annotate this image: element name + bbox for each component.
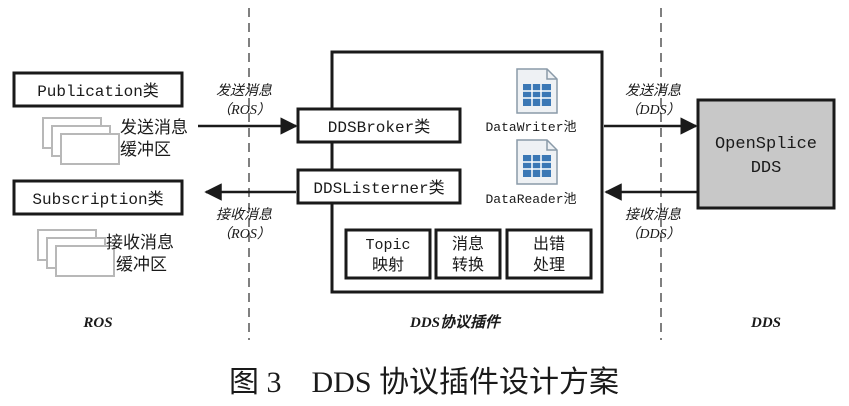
message-convert-label-2: 转换 — [452, 256, 484, 274]
data-reader-pool-icon — [516, 139, 558, 185]
publication-class-label: Publication类 — [37, 82, 159, 101]
subscription-class-label: Subscription类 — [32, 190, 163, 209]
zone-label-plugin: DDS协议插件 — [409, 314, 502, 331]
dds-listener-box — [296, 168, 462, 205]
topic-mapping-box — [344, 228, 432, 280]
publication-class-box — [12, 71, 184, 108]
error-handling-box — [505, 228, 593, 280]
receive-ros-label-1: 接收消息 — [216, 207, 272, 223]
zone-label-dds: DDS — [750, 315, 781, 331]
receive-buffer-label-1: 接收消息 — [106, 233, 174, 252]
zone-label-ros: ROS — [82, 315, 112, 331]
send-dds-label-2: （DDS） — [625, 102, 680, 118]
data-writer-pool-label: DataWriter池 — [485, 120, 576, 135]
receive-dds-label-1: 接收消息 — [625, 207, 681, 223]
topic-mapping-label-2: 映射 — [372, 256, 404, 274]
message-convert-box — [434, 228, 502, 280]
data-writer-pool-icon — [516, 68, 558, 114]
dds-broker-box — [296, 107, 462, 144]
error-handling-label-2: 处理 — [533, 256, 565, 274]
receive-buffer-stack — [37, 229, 115, 277]
error-handling-label-1: 出错 — [533, 235, 565, 253]
subscription-class-box — [12, 179, 184, 216]
data-reader-pool-label: DataReader池 — [485, 192, 576, 207]
figure-caption: 图 3 DDS 协议插件设计方案 — [229, 366, 619, 399]
dds-listener-label: DDSListerner类 — [313, 179, 444, 198]
message-convert-label-1: 消息 — [452, 235, 484, 253]
opensplice-dds-box — [696, 98, 836, 210]
send-dds-label-1: 发送消息 — [625, 83, 681, 99]
receive-ros-label-2: （ROS） — [217, 226, 271, 242]
opensplice-label-2: DDS — [751, 159, 782, 178]
dds-broker-label: DDSBroker类 — [328, 118, 430, 137]
receive-dds-label-2: （DDS） — [625, 226, 680, 242]
send-buffer-label-1: 发送消息 — [120, 118, 188, 137]
opensplice-label-1: OpenSplice — [715, 135, 817, 154]
send-ros-label-1: 发送消息 — [216, 83, 272, 99]
send-ros-label-2: （ROS） — [217, 102, 271, 118]
receive-buffer-label-2: 缓冲区 — [116, 255, 167, 274]
send-buffer-label-2: 缓冲区 — [120, 140, 171, 159]
send-buffer-stack — [42, 117, 120, 165]
topic-mapping-label-1: Topic — [365, 237, 410, 254]
